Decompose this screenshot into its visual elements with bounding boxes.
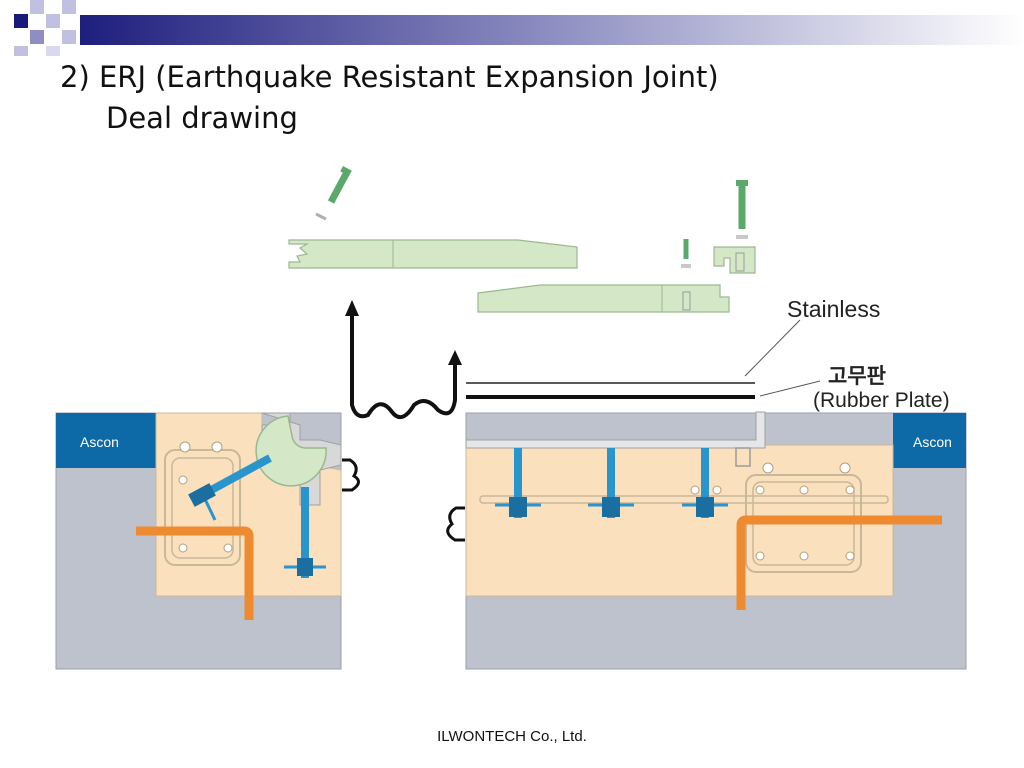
arrow-up-right — [448, 350, 462, 365]
right-ascon-block — [893, 413, 966, 468]
right-rebar-orange — [736, 515, 942, 610]
left-anchor-nut-2 — [297, 558, 313, 576]
slide-title-line2: Deal drawing — [106, 101, 298, 135]
ascon-label-left: Ascon — [80, 434, 119, 450]
rebar-dot — [223, 543, 233, 553]
rebar-dot — [845, 485, 855, 495]
header-square — [14, 46, 28, 56]
header-square — [30, 0, 44, 14]
rebar-dot — [755, 551, 765, 561]
left-pin — [327, 172, 350, 204]
rebar-dot — [211, 441, 223, 453]
arrow-up-left — [345, 300, 359, 316]
left-rebar-orange — [136, 526, 254, 620]
small-washer — [681, 264, 691, 268]
header-decoration — [14, 0, 1024, 56]
left-seal-clip — [342, 458, 360, 492]
rebar-dot — [179, 441, 191, 453]
bracket-bolt — [735, 252, 745, 272]
header-square — [62, 0, 76, 14]
rubber-plate-korean-label: 고무판 — [828, 364, 886, 388]
slide-title-line1: 2) ERJ (Earthquake Resistant Expansion J… — [60, 60, 719, 94]
rubber-plate-english-label: (Rubber Plate) — [813, 389, 950, 412]
rebar-dot — [690, 485, 700, 495]
left-hinge — [255, 415, 327, 487]
header-square — [46, 46, 60, 56]
right-anchor-1 — [495, 448, 541, 518]
rebar-dot — [799, 485, 809, 495]
right-plate-bolt — [735, 447, 751, 467]
rebar-dot — [755, 485, 765, 495]
left-rebar-cage — [164, 449, 241, 566]
rebar-dot — [839, 462, 851, 474]
left-ascon-block — [56, 413, 156, 468]
right-top-plate — [465, 411, 766, 449]
tall-washer — [736, 235, 748, 239]
movement-indicator — [345, 300, 462, 420]
plate-bolt-slot — [682, 291, 691, 311]
left-anchor-nut — [188, 483, 216, 507]
rebar-dot — [762, 462, 774, 474]
hinge-bracket — [713, 246, 756, 274]
left-finger-plate — [288, 239, 578, 269]
left-washer — [315, 212, 327, 221]
right-anchor-3 — [682, 448, 728, 518]
right-seal-clip — [446, 506, 465, 542]
exploded-parts — [288, 166, 756, 313]
header-square — [30, 30, 44, 44]
left-rebar-cage-inner — [171, 457, 234, 559]
header-square — [14, 14, 28, 28]
tall-pin-head — [736, 180, 748, 186]
left-abutment: Ascon — [55, 412, 360, 670]
right-finger-plate — [477, 284, 730, 313]
right-rebar-horizontal — [479, 495, 889, 504]
wave-line — [350, 313, 457, 420]
stainless-label: Stainless — [787, 296, 880, 322]
header-square — [46, 14, 60, 28]
rebar-dot — [799, 551, 809, 561]
header-square — [62, 30, 76, 44]
rebar-dot — [178, 475, 188, 485]
rebar-dot — [178, 543, 188, 553]
rebar-dot — [712, 485, 722, 495]
rubber-leader — [759, 380, 821, 397]
right-anchor-2 — [588, 448, 634, 518]
footer-company: ILWONTECH Co., Ltd. — [437, 728, 587, 745]
ascon-label-right: Ascon — [913, 434, 952, 450]
left-pin-head — [340, 166, 352, 176]
rebar-dot — [845, 551, 855, 561]
stainless-leader — [744, 319, 801, 377]
right-abutment: Ascon — [446, 411, 967, 670]
header-gradient-bar — [80, 15, 1024, 45]
